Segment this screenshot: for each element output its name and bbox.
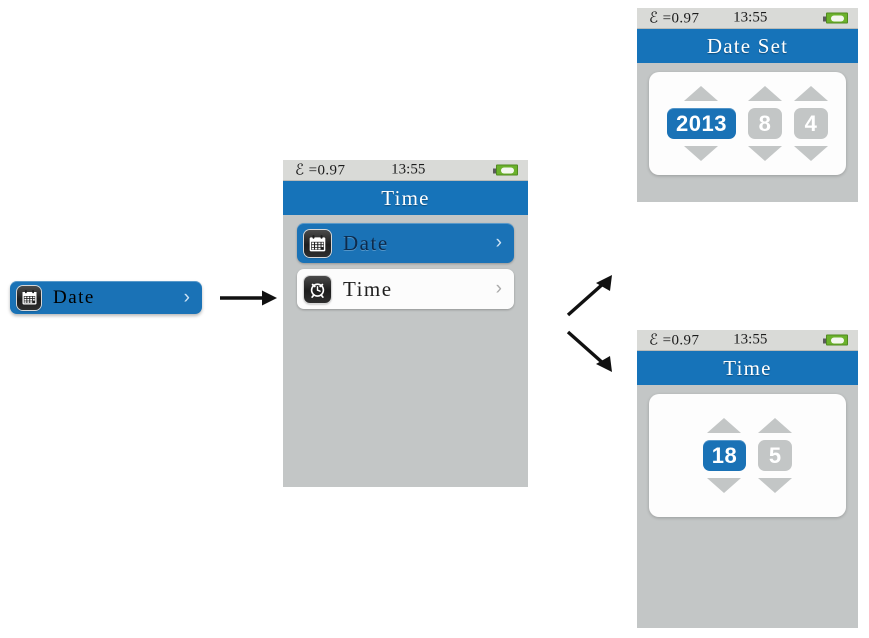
emissivity-value: ℰ =0.97 <box>649 332 700 349</box>
minute-value-chip[interactable]: 5 <box>758 440 793 471</box>
date-set-screen: ℰ =0.97 13:55 Date Set 2013 8 4 <box>637 8 858 202</box>
time-setter-card: 18 5 <box>649 394 846 517</box>
menu-item-label: Time <box>343 276 393 301</box>
date-spinner-row: 2013 8 4 <box>649 86 846 161</box>
status-clock: 13:55 <box>733 331 768 348</box>
date-month-spinner: 8 <box>747 86 782 161</box>
time-set-screen: ℰ =0.97 13:55 Time 18 5 <box>637 330 858 628</box>
screen-title: Time <box>283 181 528 215</box>
year-value-chip[interactable]: 2013 <box>667 108 736 139</box>
decrement-minute-arrow-down-icon[interactable] <box>758 478 793 493</box>
menu-item-time[interactable]: Time › <box>297 269 514 309</box>
screen-title: Time <box>637 351 858 385</box>
calendar-icon <box>304 229 331 257</box>
flow-arrow-right <box>220 290 277 306</box>
decrement-hour-arrow-down-icon[interactable] <box>707 478 742 493</box>
date-day-spinner: 4 <box>793 86 828 161</box>
status-bar: ℰ =0.97 13:55 <box>637 8 858 29</box>
status-bar: ℰ =0.97 13:55 <box>283 160 528 181</box>
status-bar: ℰ =0.97 13:55 <box>637 330 858 351</box>
decrement-year-arrow-down-icon[interactable] <box>684 146 719 161</box>
increment-minute-arrow-up-icon[interactable] <box>758 418 793 433</box>
increment-year-arrow-up-icon[interactable] <box>684 86 719 101</box>
increment-day-arrow-up-icon[interactable] <box>793 86 828 101</box>
time-hour-spinner: 18 <box>702 418 747 493</box>
increment-month-arrow-up-icon[interactable] <box>747 86 782 101</box>
time-menu-screen: ℰ =0.97 13:55 Time <box>283 160 528 487</box>
emissivity-value: ℰ =0.97 <box>649 10 700 27</box>
menu-item-date[interactable]: Date › <box>297 223 514 263</box>
decrement-day-arrow-down-icon[interactable] <box>793 146 828 161</box>
battery-icon <box>823 334 848 346</box>
menu-item-label: Date <box>343 230 389 255</box>
month-value-chip[interactable]: 8 <box>747 108 782 139</box>
date-setter-card: 2013 8 4 <box>649 72 846 175</box>
standalone-date-button[interactable]: Date › <box>10 281 202 314</box>
increment-hour-arrow-up-icon[interactable] <box>707 418 742 433</box>
battery-icon <box>823 12 848 24</box>
screen-title: Date Set <box>637 29 858 63</box>
emissivity-value: ℰ =0.97 <box>295 162 346 179</box>
chevron-right-icon: › <box>495 278 502 299</box>
standalone-button-label: Date <box>53 286 95 308</box>
day-value-chip[interactable]: 4 <box>793 108 828 139</box>
battery-icon <box>493 164 518 176</box>
menu-list: Date › Time › <box>283 215 528 309</box>
hour-value-chip[interactable]: 18 <box>702 440 747 471</box>
flow-arrow-up-right <box>566 275 612 317</box>
time-minute-spinner: 5 <box>758 418 793 493</box>
decrement-month-arrow-down-icon[interactable] <box>747 146 782 161</box>
chevron-right-icon: › <box>183 286 190 308</box>
time-spinner-row: 18 5 <box>649 418 846 493</box>
flow-arrow-down-right <box>566 330 612 372</box>
status-clock: 13:55 <box>391 161 426 178</box>
status-clock: 13:55 <box>733 9 768 26</box>
date-year-spinner: 2013 <box>667 86 736 161</box>
chevron-right-icon: › <box>495 232 502 253</box>
alarm-clock-icon <box>304 275 331 303</box>
calendar-icon <box>17 285 41 310</box>
